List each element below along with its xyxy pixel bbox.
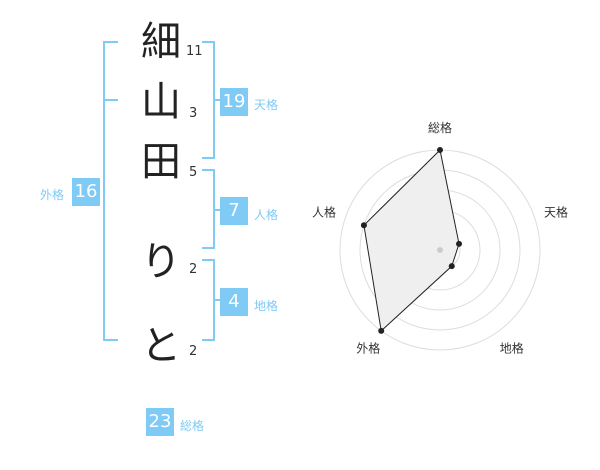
radar-point bbox=[378, 327, 385, 334]
chikaku-label: 地格 bbox=[254, 299, 279, 313]
tenkaku-value: 19 bbox=[220, 88, 248, 116]
radar-series-area bbox=[363, 148, 460, 332]
jinkaku-label: 人格 bbox=[254, 208, 279, 222]
radar-point bbox=[437, 147, 443, 153]
name-char-1: 細 bbox=[141, 19, 181, 65]
radar-point bbox=[448, 263, 455, 270]
radar-center-dot bbox=[437, 247, 443, 253]
radar-axis-label: 総格 bbox=[428, 120, 452, 135]
soukaku-value: 23 bbox=[146, 408, 174, 436]
radar-axis-label: 天格 bbox=[544, 204, 568, 219]
stroke-count-2: 3 bbox=[189, 106, 198, 121]
radar-axis-label: 外格 bbox=[356, 341, 380, 356]
stroke-count-4: 2 bbox=[189, 262, 198, 277]
stroke-count-1: 11 bbox=[186, 44, 203, 59]
radar-point bbox=[456, 240, 463, 247]
name-char-4: り bbox=[141, 239, 181, 285]
radar-point bbox=[360, 222, 367, 229]
tenkaku-label: 天格 bbox=[254, 98, 279, 112]
gaikaku-value: 16 bbox=[72, 178, 100, 206]
soukaku-label: 総格 bbox=[180, 419, 205, 433]
name-char-5: と bbox=[141, 323, 181, 369]
radar-axis-label: 人格 bbox=[312, 204, 336, 219]
name-char-3: 田 bbox=[141, 139, 181, 185]
name-char-2: 山 bbox=[141, 79, 181, 125]
radar-axis-label: 地格 bbox=[500, 341, 524, 356]
stroke-count-5: 2 bbox=[189, 344, 198, 359]
chikaku-value: 4 bbox=[220, 288, 248, 316]
stroke-count-3: 5 bbox=[189, 165, 198, 180]
gaikaku-label: 外格 bbox=[40, 188, 65, 202]
jinkaku-value: 7 bbox=[220, 197, 248, 225]
